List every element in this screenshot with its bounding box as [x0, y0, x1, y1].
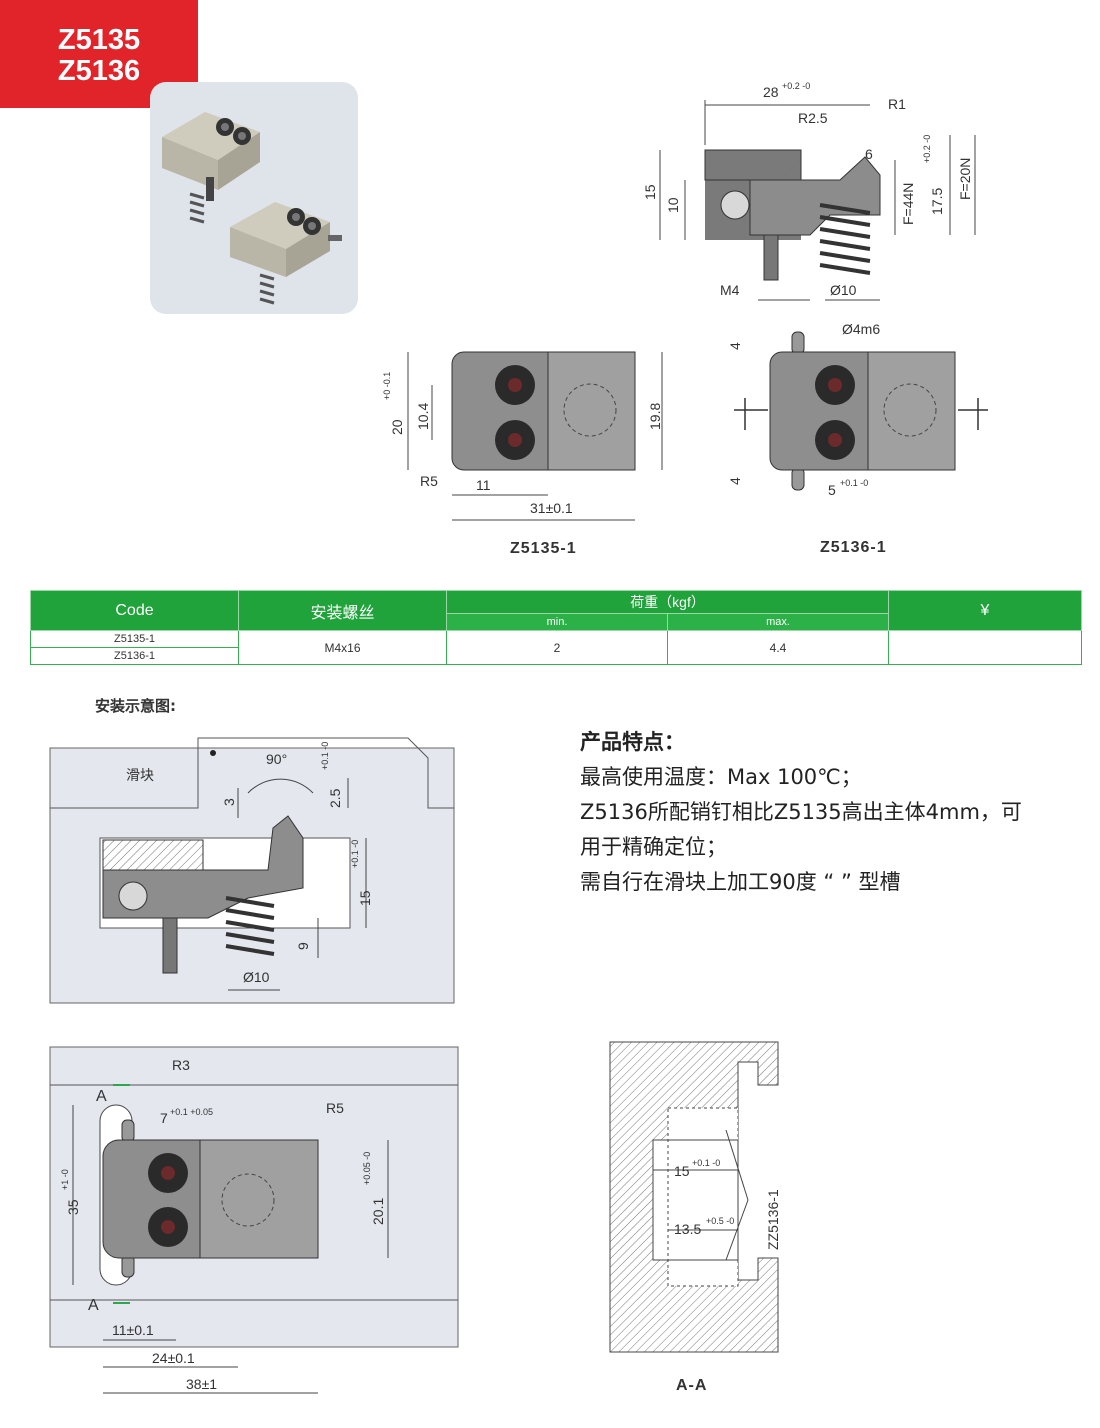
code-z5135: Z5135: [57, 24, 141, 56]
label-135-tolerance: +0.5 -0: [706, 1216, 734, 1226]
label-201: 20.1: [370, 1198, 386, 1225]
code-z5136: Z5136: [57, 55, 141, 87]
dim-f20: F=20N: [957, 158, 973, 200]
label-15-tolerance: +0.1 -0: [692, 1158, 720, 1168]
row-code-z5135: Z5135-1: [30, 630, 239, 648]
label-7: 7: [160, 1110, 168, 1126]
row-price: [888, 630, 1082, 665]
product-photo-illustration: [162, 112, 342, 305]
dim-175: 17.5: [929, 188, 945, 215]
dim-11: 11: [476, 477, 491, 493]
label-part: ZZ5136-1: [765, 1189, 781, 1250]
label-11: 11±0.1: [112, 1322, 154, 1338]
dim-10: 10: [665, 197, 681, 213]
dim-4-bottom: 4: [727, 477, 743, 485]
dim-20-tolerance: +0 -0.1: [382, 372, 392, 400]
label-90-degree: 90°: [266, 751, 287, 767]
dim-5-tolerance: +0.1 -0: [840, 478, 868, 488]
product-features: 产品特点： 最高使用温度：Max 100℃； Z5136所配销钉相比Z5135高…: [580, 725, 1090, 900]
label-r3: R3: [172, 1057, 190, 1073]
dim-15: 15: [642, 184, 658, 200]
label-25-tolerance: +0.1 -0: [320, 742, 330, 770]
label-9: 9: [295, 942, 311, 950]
feature-line-3: 用于精确定位；: [580, 835, 727, 859]
caption-z5136: Z5136-1: [820, 539, 887, 556]
dim-d4m6: Ø4m6: [842, 321, 880, 337]
label-15-tolerance: +0.1 -0: [350, 840, 360, 868]
dim-6: 6: [865, 146, 873, 162]
row-screw: M4x16: [238, 630, 447, 665]
label-slider: 滑块: [126, 767, 154, 783]
install-title: 安装示意图:: [95, 697, 176, 715]
feature-line-4: 需自行在滑块上加工90度 “ ” 型槽: [580, 870, 901, 894]
dim-198: 19.8: [647, 403, 663, 430]
header-code: Code: [30, 590, 239, 631]
caption-z5135: Z5135-1: [510, 540, 577, 557]
label-r5: R5: [326, 1100, 344, 1116]
label-35: 35: [65, 1199, 81, 1215]
label-201-tolerance: +0.05 -0: [362, 1152, 372, 1185]
label-a-top: A: [96, 1088, 107, 1105]
label-24: 24±0.1: [152, 1350, 195, 1366]
z5135-top-view: 20 +0 -0.1 10.4 19.8 R5 11 31±0.1 Z5135-…: [382, 351, 663, 557]
product-code-tag: Z5135 Z5136: [0, 0, 198, 108]
caption-aa: A-A: [676, 1377, 707, 1394]
header-max: max.: [667, 613, 889, 631]
spec-table: Code 安装螺丝 荷重（kgf） ¥ min. max. Z5135-1 M4…: [30, 590, 1082, 665]
z5136-top-view: Ø4m6 4 4 5 +0.1 -0 Z5136-1: [727, 321, 988, 556]
dim-r25: R2.5: [798, 110, 828, 126]
dim-4-top: 4: [727, 342, 743, 350]
label-7-tolerance: +0.1 +0.05: [170, 1107, 213, 1117]
dim-r5: R5: [420, 473, 438, 489]
dim-m4: M4: [720, 282, 740, 298]
header-min: min.: [446, 613, 668, 631]
header-price: ¥: [888, 590, 1082, 631]
plan-view-drawing: R3 A A 7 +0.1 +0.05 R5 35 +1 -0 20.1 +0.…: [49, 1046, 459, 1394]
features-heading: 产品特点：: [580, 730, 685, 754]
label-38: 38±1: [186, 1376, 217, 1392]
dim-175-tolerance: +0.2 -0: [922, 135, 932, 163]
label-25: 2.5: [327, 788, 343, 808]
feature-line-2: Z5136所配销钉相比Z5135高出主体4mm，可: [580, 800, 1022, 824]
label-3: 3: [221, 798, 237, 806]
dim-28-tolerance: +0.2 -0: [782, 81, 810, 91]
dim-5: 5: [828, 482, 836, 498]
dim-28: 28: [763, 84, 779, 100]
dim-31: 31±0.1: [530, 500, 573, 516]
label-15: 15: [674, 1163, 690, 1179]
product-photo: [150, 82, 358, 314]
label-135: 13.5: [674, 1221, 701, 1237]
side-view-drawing: 28 +0.2 -0 R2.5 R1 6 15 10 F=44N 17.5 +0…: [642, 81, 976, 301]
dim-d10: Ø10: [830, 282, 857, 298]
header-screw: 安装螺丝: [238, 590, 447, 631]
section-aa-drawing: 15 +0.1 -0 13.5 +0.5 -0 ZZ5136-1 A-A: [609, 1041, 781, 1394]
row-max: 4.4: [667, 630, 889, 665]
label-15: 15: [357, 890, 373, 906]
dim-f44: F=44N: [900, 183, 916, 225]
dim-r1: R1: [888, 96, 906, 112]
dim-20: 20: [389, 419, 405, 435]
install-diagram: 滑块 90° 3 2.5 +0.1 -0 15 +0.1 -0 9 Ø10: [49, 737, 455, 1004]
header-load: 荷重（kgf）: [446, 590, 889, 614]
dim-104: 10.4: [415, 403, 431, 430]
feature-line-1: 最高使用温度：Max 100℃；: [580, 765, 862, 789]
label-35-tolerance: +1 -0: [60, 1169, 70, 1190]
row-code-z5136: Z5136-1: [30, 647, 239, 665]
label-a-bottom: A: [88, 1297, 99, 1314]
row-min: 2: [446, 630, 668, 665]
label-d10: Ø10: [243, 969, 270, 985]
